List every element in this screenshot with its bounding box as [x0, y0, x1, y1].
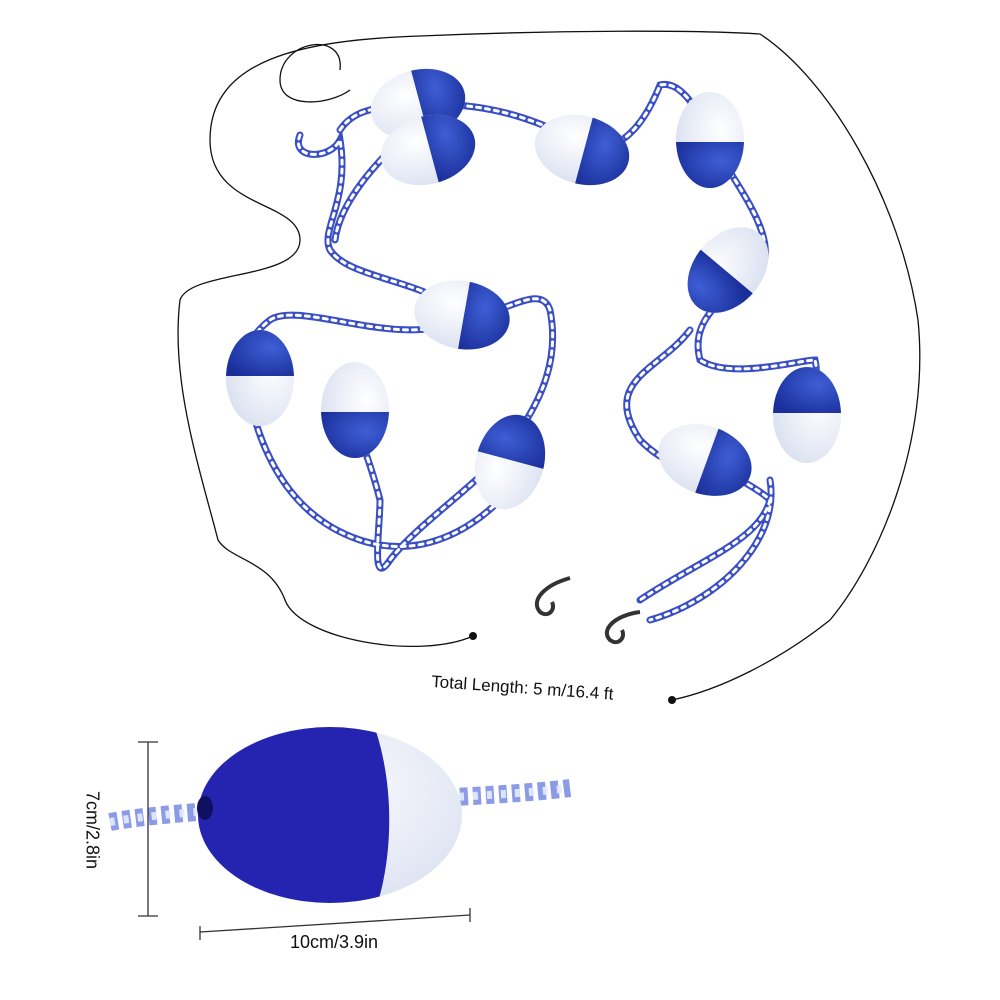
outline-dot-start — [469, 632, 477, 640]
float — [408, 273, 516, 357]
length-outline-path — [177, 30, 921, 701]
dimension-lines — [138, 741, 471, 940]
float — [773, 367, 841, 463]
float — [671, 211, 785, 329]
float — [526, 104, 638, 196]
float-width-label: 10cm/3.9in — [290, 932, 379, 952]
loop-outline-path — [279, 43, 351, 103]
float — [464, 406, 556, 518]
float-detail — [108, 727, 572, 903]
float — [321, 362, 389, 458]
floats-group — [226, 58, 841, 518]
float — [676, 92, 744, 188]
float — [648, 411, 762, 509]
float — [226, 330, 294, 426]
float-height-label: 7cm/2.8in — [82, 790, 103, 870]
hook-icon — [604, 610, 641, 645]
hook-icon — [534, 576, 571, 617]
outline-dot-end — [668, 696, 676, 704]
